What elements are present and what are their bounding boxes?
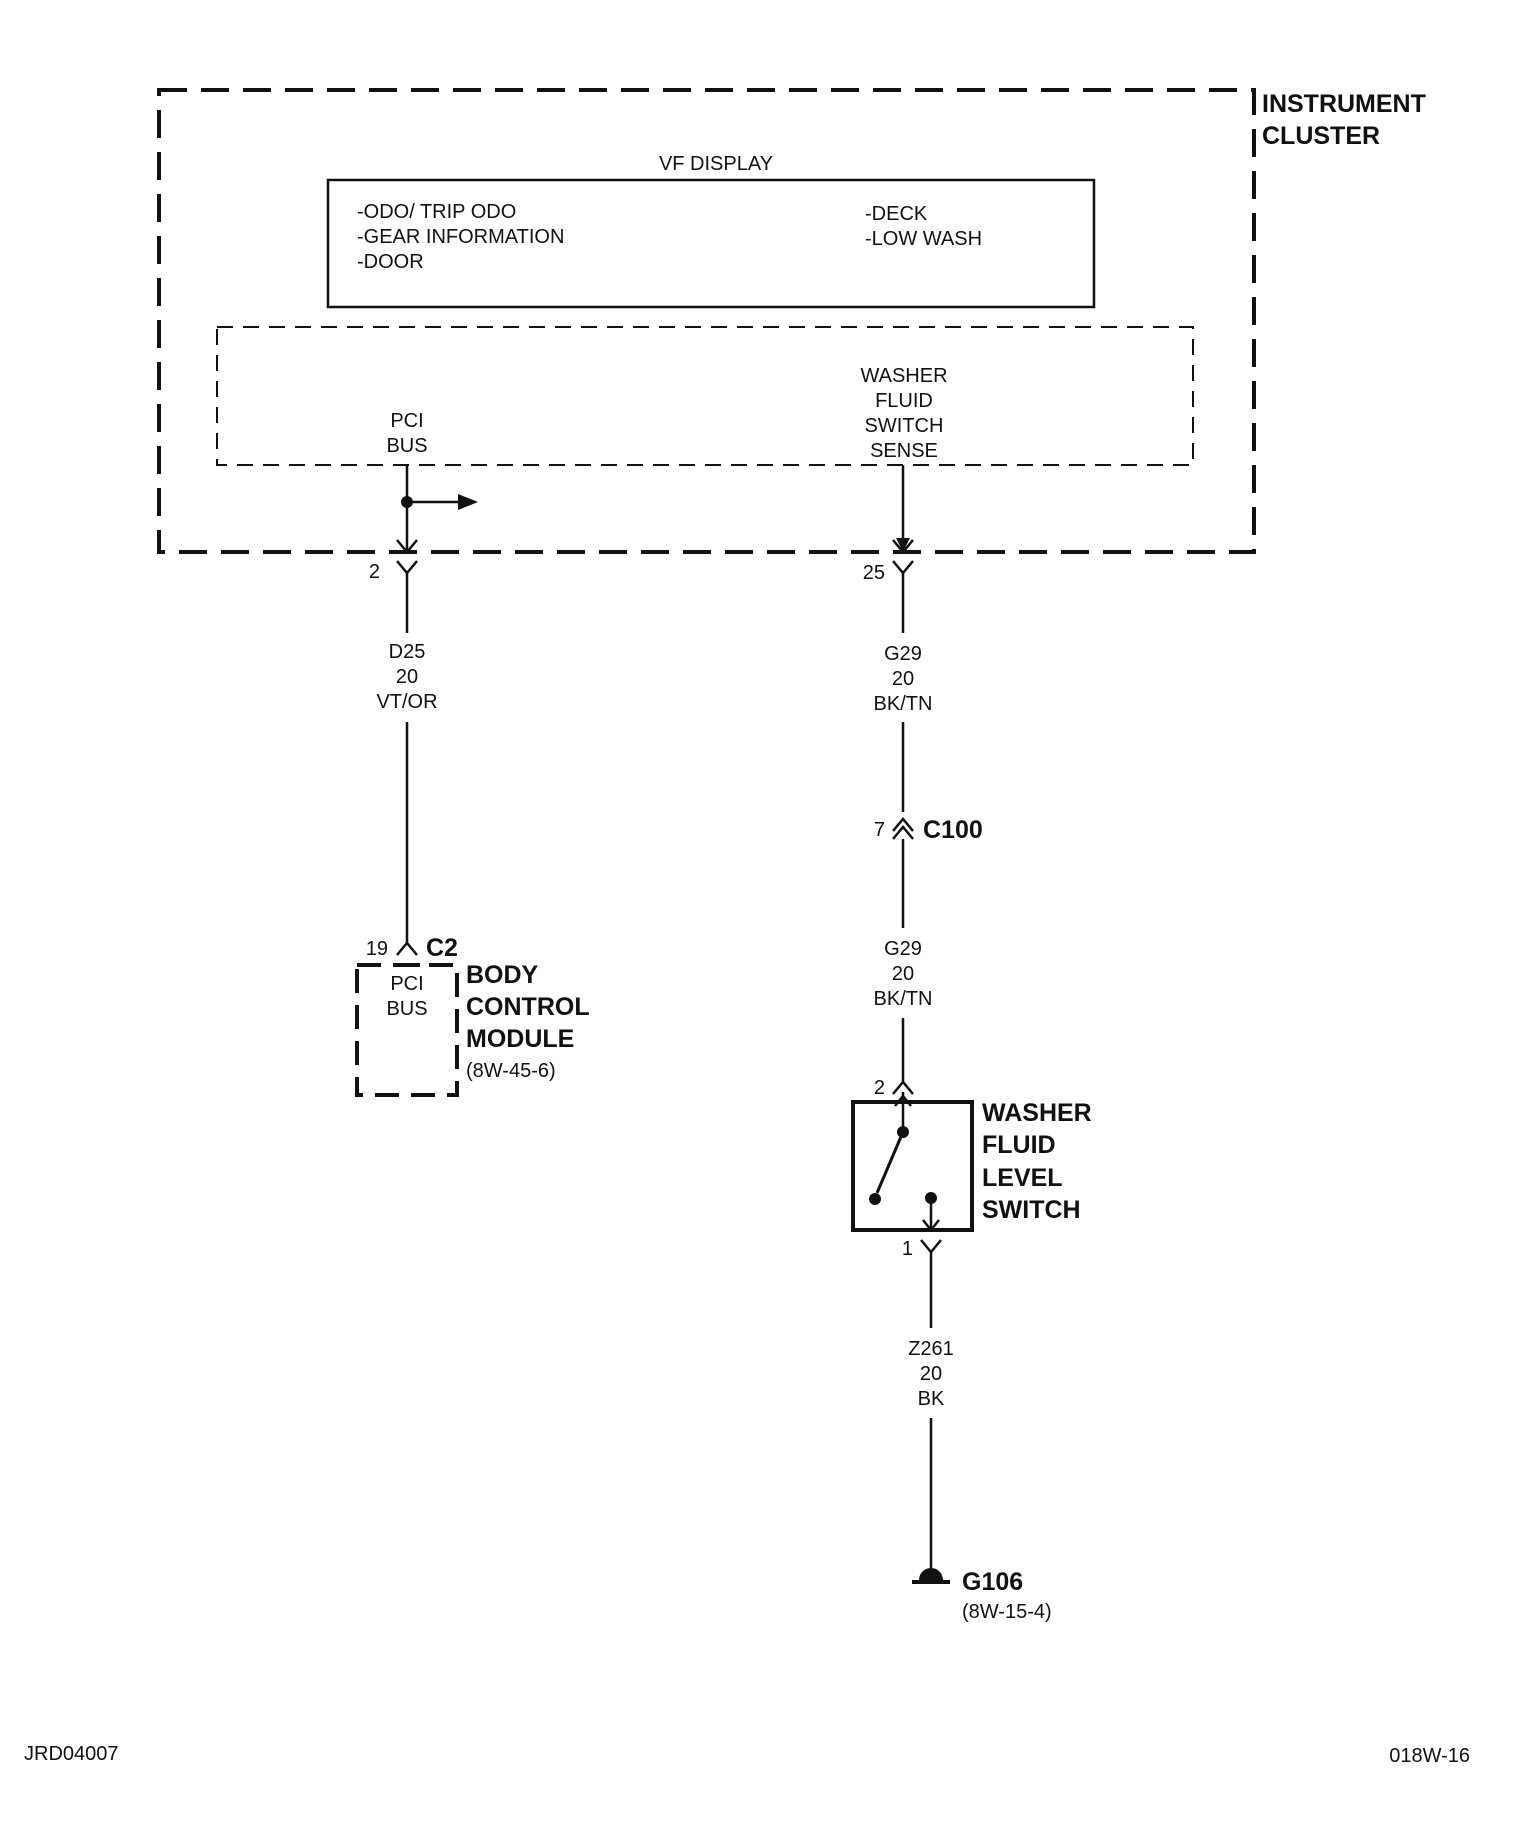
- vf-item-gear: -GEAR INFORMATION: [357, 226, 564, 248]
- pci-bus-label-2: BUS: [386, 435, 427, 457]
- washer-sense-arrow: [896, 538, 910, 552]
- cluster-pin25-connector-inner: [892, 539, 914, 554]
- z261-wire-id: Z261: [908, 1338, 954, 1360]
- footer-left-code: JRD04007: [24, 1743, 119, 1765]
- switch-blade: [875, 1131, 905, 1194]
- ground-g106-symbol: [919, 1568, 943, 1580]
- d25-wire-gauge: 20: [396, 666, 418, 688]
- instrument-cluster-label-2: CLUSTER: [1262, 122, 1380, 150]
- cluster-pin-25: 25: [863, 562, 885, 584]
- bcm-pin19-connector: [396, 941, 418, 956]
- switch-pin1-connector: [920, 1239, 942, 1254]
- switch-input-arrow: [894, 1093, 912, 1107]
- ground-g106-label: G106: [962, 1568, 1023, 1596]
- pci-branch-arrow: [458, 494, 478, 510]
- washer-switch-box: [851, 1100, 974, 1232]
- c100-connector-bottom: [892, 825, 914, 840]
- washer-sense-label-1: WASHER: [860, 365, 947, 387]
- bcm-name-3: MODULE: [466, 1025, 574, 1053]
- switch-pin2-connector: [892, 1080, 914, 1095]
- bcm-connector-c2: C2: [426, 934, 458, 962]
- g29-upper-wire-id: G29: [884, 643, 922, 665]
- switch-output-arrow: [922, 1219, 940, 1233]
- cluster-pin2-connector-inner: [396, 539, 418, 554]
- cluster-pin2-connector-outer: [396, 560, 418, 575]
- d25-wire-color: VT/OR: [376, 691, 437, 713]
- g29-upper-wire-gauge: 20: [892, 668, 914, 690]
- instrument-cluster-outline: [157, 88, 1256, 554]
- bcm-inner-label-2: BUS: [386, 998, 427, 1020]
- bcm-inner-label-1: PCI: [390, 973, 423, 995]
- bcm-pin-19: 19: [366, 938, 388, 960]
- switch-name-2: FLUID: [982, 1131, 1056, 1159]
- vf-item-door: -DOOR: [357, 251, 424, 273]
- c100-pin-7: 7: [874, 819, 885, 841]
- vf-item-deck: -DECK: [865, 203, 928, 225]
- cluster-pin-2: 2: [369, 561, 380, 583]
- ground-g106-ref: (8W-15-4): [962, 1601, 1052, 1623]
- g29-middle-wire-gauge: 20: [892, 963, 914, 985]
- c100-connector-label: C100: [923, 816, 983, 844]
- switch-pivot: [869, 1193, 881, 1205]
- footer-right-code: 018W-16: [1389, 1745, 1470, 1767]
- cluster-pin25-connector-outer: [892, 560, 914, 575]
- washer-sense-label-3: SWITCH: [865, 415, 944, 437]
- washer-sense-label-2: FLUID: [875, 390, 933, 412]
- vf-item-low-wash: -LOW WASH: [865, 228, 982, 250]
- switch-name-1: WASHER: [982, 1099, 1092, 1127]
- vf-display-title: VF DISPLAY: [659, 153, 773, 175]
- d25-wire-id: D25: [389, 641, 426, 663]
- g29-middle-wire-id: G29: [884, 938, 922, 960]
- bcm-name-1: BODY: [466, 961, 539, 989]
- switch-name-4: SWITCH: [982, 1196, 1081, 1224]
- g29-middle-wire-color: BK/TN: [874, 988, 933, 1010]
- bcm-name-2: CONTROL: [466, 993, 590, 1021]
- inner-dashed-box: [216, 326, 1194, 466]
- c100-connector-top: [892, 817, 914, 832]
- switch-pin-1: 1: [902, 1238, 913, 1260]
- instrument-cluster-label-1: INSTRUMENT: [1262, 90, 1426, 118]
- switch-pin-2: 2: [874, 1077, 885, 1099]
- g29-upper-wire-color: BK/TN: [874, 693, 933, 715]
- z261-wire-color: BK: [918, 1388, 945, 1410]
- bcm-ref: (8W-45-6): [466, 1060, 556, 1082]
- bcm-outline: [355, 963, 459, 1097]
- switch-name-3: LEVEL: [982, 1164, 1063, 1192]
- vf-item-odo: -ODO/ TRIP ODO: [357, 201, 516, 223]
- pci-bus-label-1: PCI: [390, 410, 423, 432]
- washer-sense-label-4: SENSE: [870, 440, 938, 462]
- vf-display-box: [326, 178, 1096, 309]
- z261-wire-gauge: 20: [920, 1363, 942, 1385]
